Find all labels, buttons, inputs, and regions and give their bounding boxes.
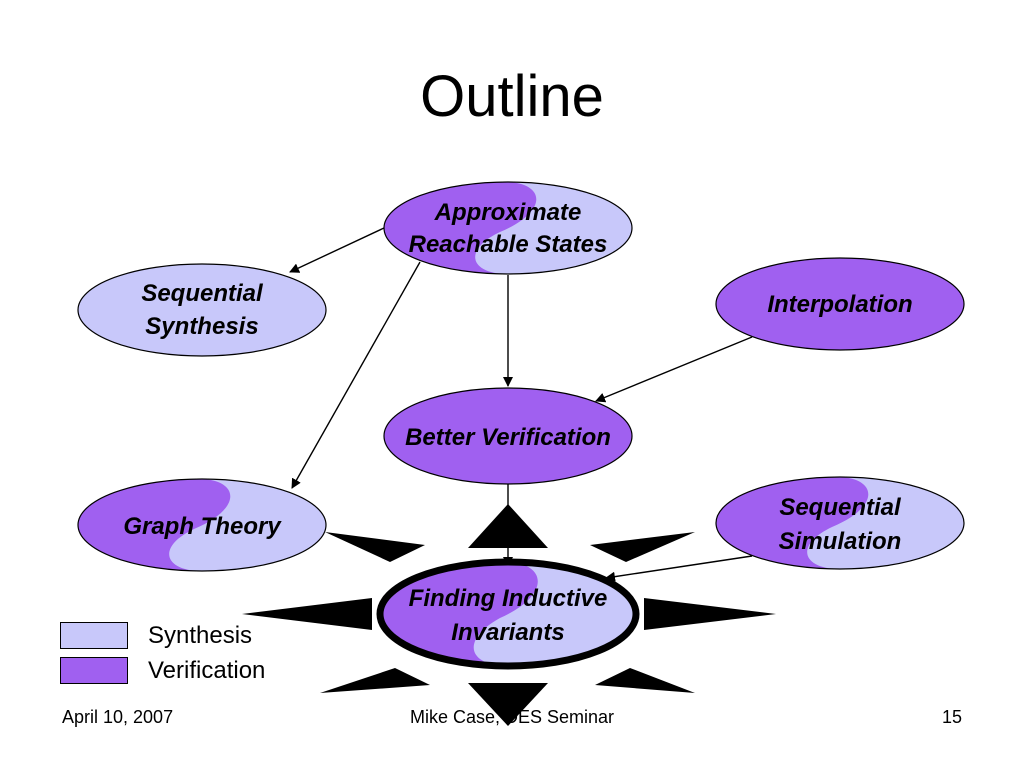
node-label: Approximate	[434, 199, 582, 226]
starburst-ray-right	[644, 598, 776, 630]
node-label: Synthesis	[145, 313, 258, 340]
edge-interpolation-to-better-verification	[595, 336, 753, 403]
edges	[289, 227, 753, 582]
legend-label-synthesis: Synthesis	[148, 622, 253, 649]
node-label: Sequential	[141, 280, 264, 307]
legend-swatch-synthesis	[60, 622, 128, 649]
node-label: Interpolation	[767, 291, 912, 318]
node-sequential-simulation: Sequential Simulation	[715, 476, 965, 570]
node-label: Invariants	[451, 619, 564, 646]
starburst-ray-bottom	[468, 683, 548, 726]
starburst-ray-top-right	[590, 532, 695, 562]
footer-date: April 10, 2007	[62, 707, 174, 727]
legend-swatch-verification	[60, 657, 128, 684]
slide-title: Outline	[420, 64, 604, 129]
starburst-ray-bottom-right	[595, 668, 695, 693]
starburst-ray-left	[242, 598, 372, 630]
edge-approx-to-synthesis	[289, 227, 385, 273]
node-label: Finding Inductive	[409, 585, 608, 612]
footer-page-number: 15	[941, 707, 962, 727]
node-label: Graph Theory	[123, 513, 282, 540]
legend-label-verification: Verification	[148, 657, 266, 684]
node-label: Reachable States	[409, 231, 608, 258]
node-label: Sequential	[779, 494, 902, 521]
node-graph-theory: Graph Theory	[77, 478, 327, 572]
node-sequential-synthesis: Sequential Synthesis	[77, 263, 327, 357]
node-interpolation: Interpolation	[715, 257, 965, 351]
edge-approx-to-graph-theory	[291, 261, 421, 489]
node-finding-inductive-invariants: Finding Inductive Invariants	[376, 558, 640, 670]
node-label: Simulation	[779, 528, 902, 555]
node-label: Better Verification	[405, 424, 611, 451]
starburst-ray-bottom-left	[320, 668, 430, 693]
node-approximate-reachable-states: Approximate Reachable States	[383, 181, 633, 275]
footer-presenter: Mike Case, DES Seminar	[409, 707, 615, 727]
node-better-verification: Better Verification	[383, 387, 633, 485]
edge-simulation-to-finding	[605, 555, 753, 582]
starburst-ray-top-left	[325, 532, 425, 562]
